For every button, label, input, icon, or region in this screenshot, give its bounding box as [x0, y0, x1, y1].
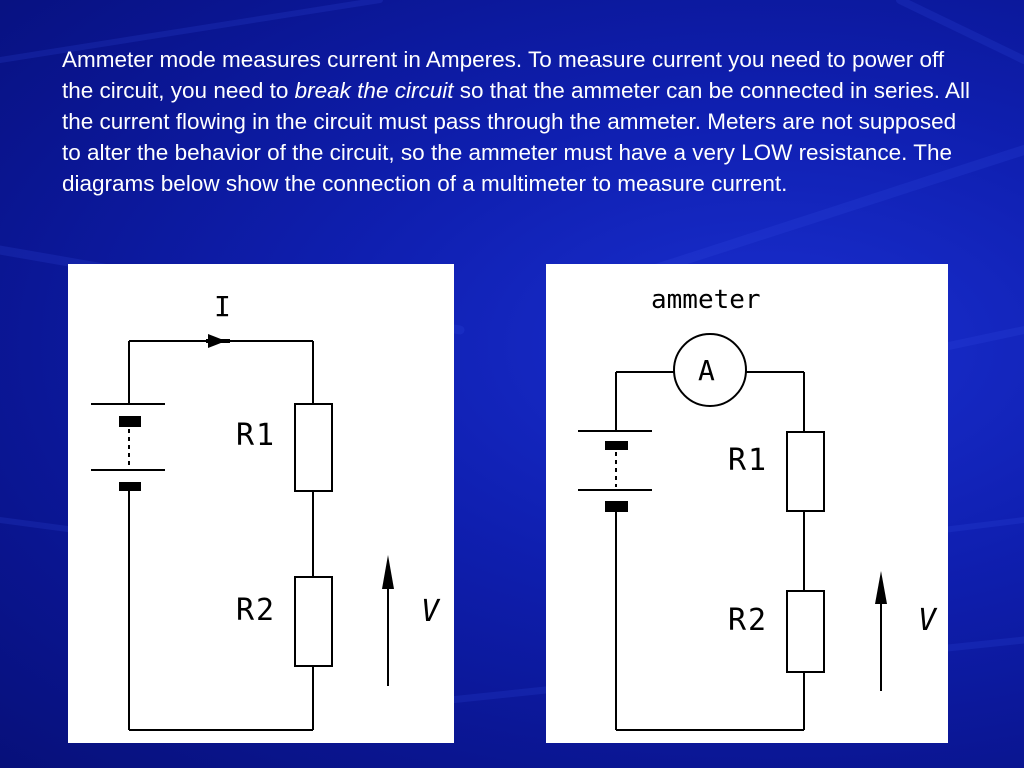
- resistor-r1: [294, 403, 333, 492]
- battery-terminal-bottom: [119, 482, 141, 491]
- r2-label: R2: [728, 603, 768, 638]
- battery-terminal-top: [605, 441, 628, 450]
- ammeter-icon: [673, 333, 747, 407]
- battery-terminal-top: [119, 416, 141, 427]
- explanation-paragraph: Ammeter mode measures current in Amperes…: [62, 44, 972, 199]
- ammeter-caption: ammeter: [651, 285, 761, 315]
- battery-terminal-bottom: [605, 501, 628, 512]
- paragraph-text-end: so that the ammeter can be connected in …: [62, 78, 971, 196]
- r2-label: R2: [236, 593, 276, 628]
- r1-label: R1: [236, 418, 276, 453]
- circuit-diagram-current: I R1 R2 V: [68, 264, 454, 743]
- paragraph-text-start: Ammeter mode measures current in Amperes…: [62, 47, 945, 103]
- voltage-label: V: [918, 603, 938, 638]
- voltage-arrow-icon: [382, 555, 394, 589]
- r1-label: R1: [728, 443, 768, 478]
- resistor-r2: [786, 590, 825, 673]
- circuit-diagram-ammeter: ammeter A R1 R2: [546, 264, 948, 743]
- current-label: I: [214, 290, 231, 323]
- resistor-r2: [294, 576, 333, 667]
- voltage-label: V: [421, 594, 441, 629]
- resistor-r1: [786, 431, 825, 512]
- paragraph-emphasis: break the circuit: [294, 78, 454, 103]
- voltage-arrow-icon: [875, 571, 887, 604]
- ammeter-symbol: A: [698, 354, 715, 387]
